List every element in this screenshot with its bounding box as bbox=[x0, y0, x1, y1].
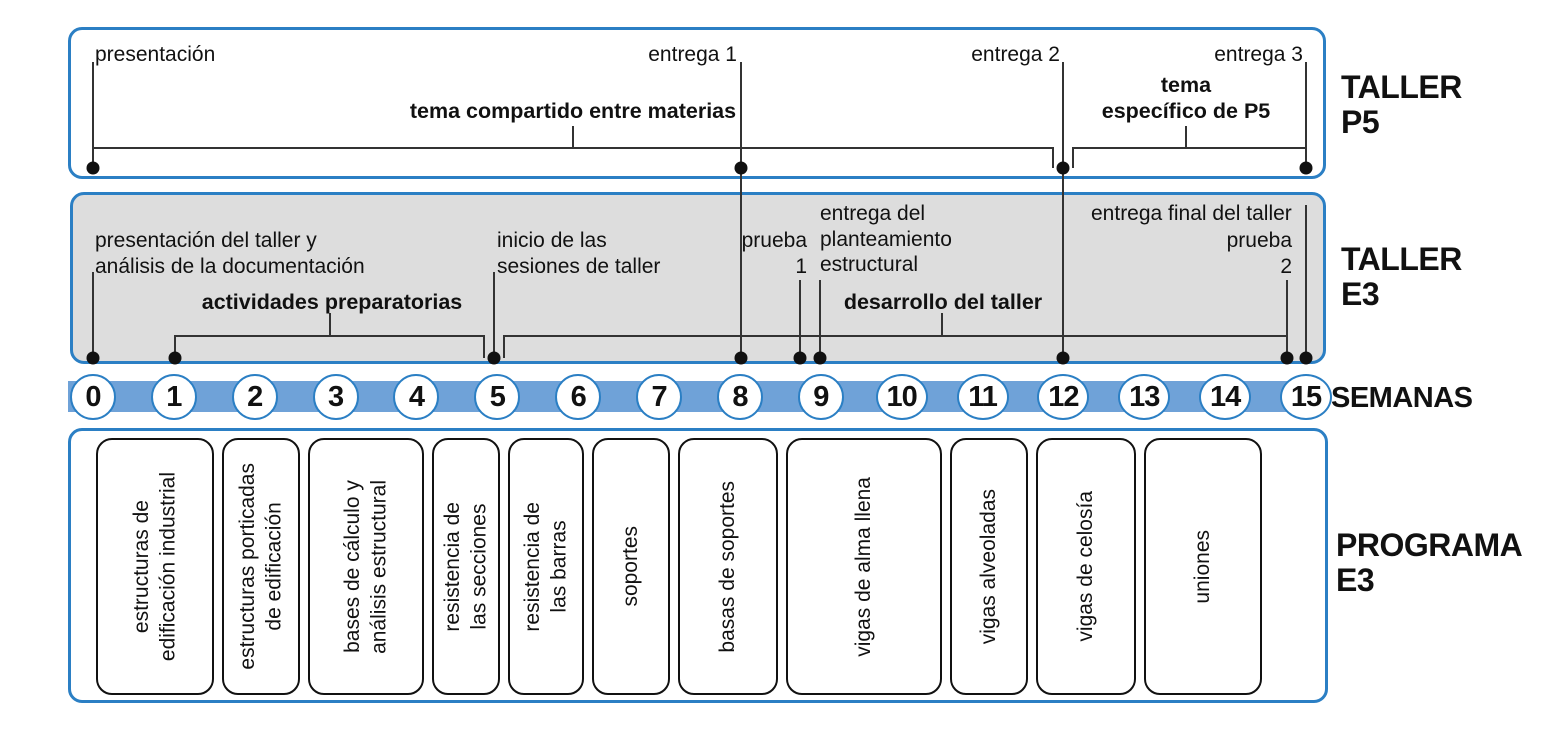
programa-topic-label: bases de cálculo y análisis estructural bbox=[340, 479, 390, 654]
week-circle-11[interactable]: 11 bbox=[956, 374, 1009, 420]
programa-topic-label: resistencia de las barras bbox=[520, 501, 570, 632]
label-e3-prueba-1: prueba 1 bbox=[741, 229, 807, 278]
week-circle-label: 12 bbox=[1048, 380, 1079, 413]
week-circle-1[interactable]: 1 bbox=[150, 374, 197, 420]
programa-topic-label: basas de soportes bbox=[715, 480, 739, 653]
week-circle-14[interactable]: 14 bbox=[1199, 374, 1252, 420]
programa-topic-card[interactable]: vigas de celosía bbox=[1036, 438, 1136, 695]
section-title-programa-e3: PROGRAMA E3 bbox=[1336, 527, 1523, 598]
week-circle-label: 0 bbox=[85, 380, 101, 413]
group-e3-actividades-preparatorias: actividades preparatorias bbox=[201, 290, 463, 314]
group-p5-tema-especifico: tema específico de P5 bbox=[1101, 73, 1271, 123]
label-p5-entrega-2: entrega 2 bbox=[971, 43, 1060, 66]
week-circle-10[interactable]: 10 bbox=[875, 374, 928, 420]
week-circle-12[interactable]: 12 bbox=[1037, 374, 1090, 420]
week-circle-13[interactable]: 13 bbox=[1118, 374, 1171, 420]
programa-topic-label: vigas alveoladas bbox=[976, 488, 1000, 645]
group-e3-desarrollo-taller: desarrollo del taller bbox=[843, 290, 1043, 314]
week-circle-label: 10 bbox=[886, 380, 918, 413]
week-circle-label: 5 bbox=[489, 380, 506, 413]
week-circle-5[interactable]: 5 bbox=[474, 374, 521, 420]
programa-topic-card[interactable]: vigas de alma llena bbox=[786, 438, 942, 695]
week-circle-8[interactable]: 8 bbox=[716, 374, 763, 420]
week-circle-label: 15 bbox=[1290, 380, 1322, 413]
label-e3-prueba-2: prueba 2 bbox=[1226, 229, 1292, 278]
week-circle-2[interactable]: 2 bbox=[231, 374, 278, 420]
programa-topic-card[interactable]: estructuras de edificación industrial bbox=[96, 438, 214, 695]
section-title-semanas: SEMANAS bbox=[1331, 382, 1473, 414]
label-p5-entrega-1: entrega 1 bbox=[648, 43, 737, 66]
label-e3-entrega-planteamiento: entrega del planteamiento estructural bbox=[820, 202, 952, 277]
week-circle-9[interactable]: 9 bbox=[797, 374, 844, 420]
week-circle-label: 2 bbox=[247, 380, 263, 413]
programa-topic-card[interactable]: resistencia de las barras bbox=[508, 438, 584, 695]
week-circle-6[interactable]: 6 bbox=[555, 374, 602, 420]
section-title-taller-p5: TALLER P5 bbox=[1341, 69, 1462, 140]
week-circle-0[interactable]: 0 bbox=[70, 374, 116, 420]
week-circle-4[interactable]: 4 bbox=[393, 374, 440, 420]
programa-topic-card[interactable]: resistencia de las secciones bbox=[432, 438, 500, 695]
section-title-taller-e3: TALLER E3 bbox=[1341, 241, 1462, 312]
programa-topic-card[interactable]: estructuras porticadas de edificación bbox=[222, 438, 300, 695]
programa-topic-card[interactable]: vigas alveoladas bbox=[950, 438, 1028, 695]
week-circle-label: 1 bbox=[166, 380, 182, 413]
week-circle-3[interactable]: 3 bbox=[312, 374, 359, 420]
programa-topic-label: estructuras porticadas de edificación bbox=[235, 463, 285, 670]
programa-topic-card[interactable]: uniones bbox=[1144, 438, 1262, 695]
week-circle-label: 4 bbox=[408, 380, 425, 413]
week-circle-label: 14 bbox=[1209, 380, 1241, 413]
programa-topic-label: estructuras de edificación industrial bbox=[129, 471, 179, 662]
programa-topic-label: vigas de celosía bbox=[1073, 491, 1097, 642]
label-e3-presentacion-taller: presentación del taller y análisis de la… bbox=[95, 229, 365, 278]
programa-topic-label: vigas de alma llena bbox=[851, 476, 875, 657]
label-e3-inicio-sesiones: inicio de las sesiones de taller bbox=[497, 229, 661, 278]
group-p5-tema-compartido: tema compartido entre materias bbox=[409, 99, 737, 123]
label-e3-entrega-final: entrega final del taller bbox=[1091, 202, 1292, 225]
week-circle-label: 8 bbox=[732, 380, 748, 413]
week-circle-label: 13 bbox=[1129, 380, 1160, 413]
label-p5-entrega-3: entrega 3 bbox=[1214, 43, 1303, 66]
week-circle-label: 9 bbox=[813, 380, 829, 413]
week-circle-7[interactable]: 7 bbox=[636, 374, 683, 420]
programa-topic-card[interactable]: basas de soportes bbox=[678, 438, 778, 695]
week-circle-label: 3 bbox=[328, 380, 344, 413]
programa-topic-card[interactable]: soportes bbox=[592, 438, 670, 695]
week-circle-label: 6 bbox=[570, 380, 587, 413]
week-circle-label: 7 bbox=[651, 380, 667, 413]
programa-topic-label: resistencia de las secciones bbox=[440, 501, 490, 632]
programa-topic-label: uniones bbox=[1190, 529, 1214, 604]
week-circle-15[interactable]: 15 bbox=[1280, 374, 1332, 420]
programa-topic-label: soportes bbox=[618, 526, 642, 607]
programa-topic-card[interactable]: bases de cálculo y análisis estructural bbox=[308, 438, 424, 695]
label-p5-presentacion: presentación bbox=[95, 43, 216, 66]
week-circle-label: 11 bbox=[968, 380, 998, 413]
